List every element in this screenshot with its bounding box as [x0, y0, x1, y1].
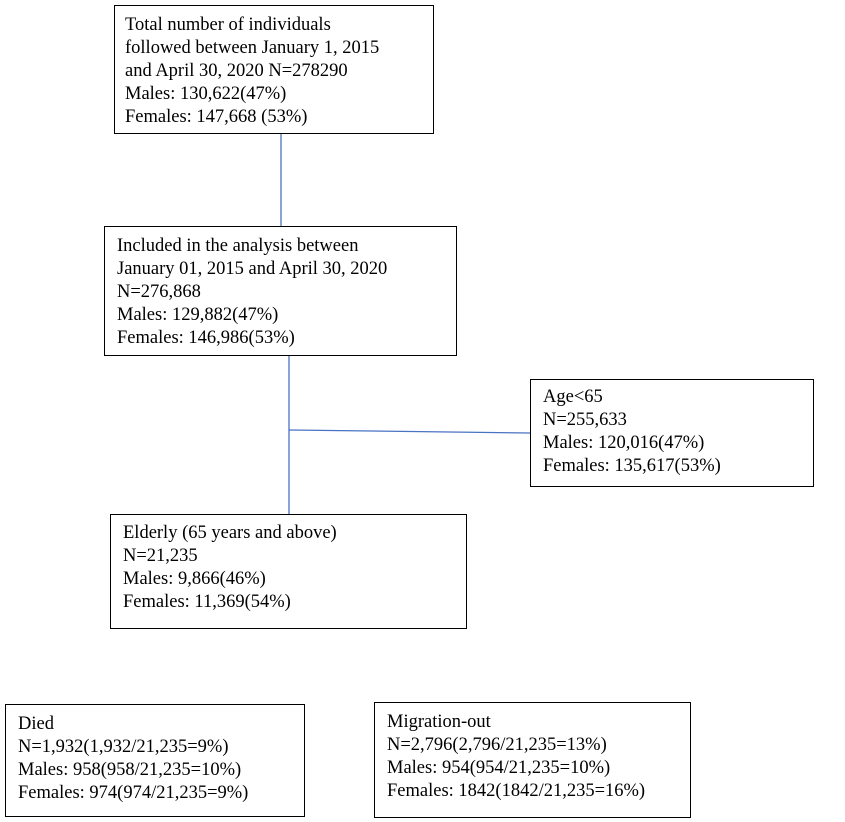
elderly-box-line-2: N=21,235	[123, 546, 198, 566]
under65-box-line-3: Males: 120,016(47%)	[543, 433, 705, 453]
age-under-65-box: Age<65 N=255,633 Males: 120,016(47%) Fem…	[530, 379, 814, 487]
migration-box-line-2: N=2,796(2,796/21,235=13%)	[387, 735, 607, 755]
migration-out-box: Migration-out N=2,796(2,796/21,235=13%) …	[374, 702, 691, 818]
migration-box-line-4: Females: 1842(1842/21,235=16%)	[387, 781, 646, 801]
included-box-line-5: Females: 146,986(53%)	[117, 328, 295, 348]
total-box-line-4: Males: 130,622(47%)	[125, 84, 287, 104]
elderly-box-line-1: Elderly (65 years and above)	[123, 523, 337, 543]
died-box-line-3: Males: 958(958/21,235=10%)	[18, 760, 242, 780]
included-box-line-3: N=276,868	[117, 282, 201, 302]
total-box-line-1: Total number of individuals	[125, 15, 331, 35]
elderly-box-line-4: Females: 11,369(54%)	[123, 592, 291, 612]
total-box-line-2: followed between January 1, 2015	[125, 38, 380, 58]
elderly-box-line-3: Males: 9,866(46%)	[123, 569, 266, 589]
died-box-line-2: N=1,932(1,932/21,235=9%)	[18, 737, 229, 757]
died-box-line-4: Females: 974(974/21,235=9%)	[18, 783, 249, 803]
total-individuals-box: Total number of individuals followed bet…	[114, 5, 434, 134]
died-box-line-1: Died	[18, 714, 54, 734]
died-box: Died N=1,932(1,932/21,235=9%) Males: 958…	[5, 704, 305, 817]
migration-box-line-3: Males: 954(954/21,235=10%)	[387, 758, 611, 778]
elderly-box: Elderly (65 years and above) N=21,235 Ma…	[110, 514, 467, 629]
total-box-line-3: and April 30, 2020 N=278290	[125, 61, 348, 81]
included-box-line-4: Males: 129,882(47%)	[117, 305, 279, 325]
included-analysis-box: Included in the analysis between January…	[104, 226, 457, 356]
included-box-line-1: Included in the analysis between	[117, 236, 359, 256]
under65-box-line-2: N=255,633	[543, 410, 627, 430]
under65-box-line-1: Age<65	[543, 387, 603, 407]
connector-branch-to-under65	[288, 429, 531, 434]
total-box-line-5: Females: 147,668 (53%)	[125, 107, 308, 127]
included-box-line-2: January 01, 2015 and April 30, 2020	[117, 259, 388, 279]
under65-box-line-4: Females: 135,617(53%)	[543, 456, 721, 476]
migration-box-line-1: Migration-out	[387, 712, 491, 732]
